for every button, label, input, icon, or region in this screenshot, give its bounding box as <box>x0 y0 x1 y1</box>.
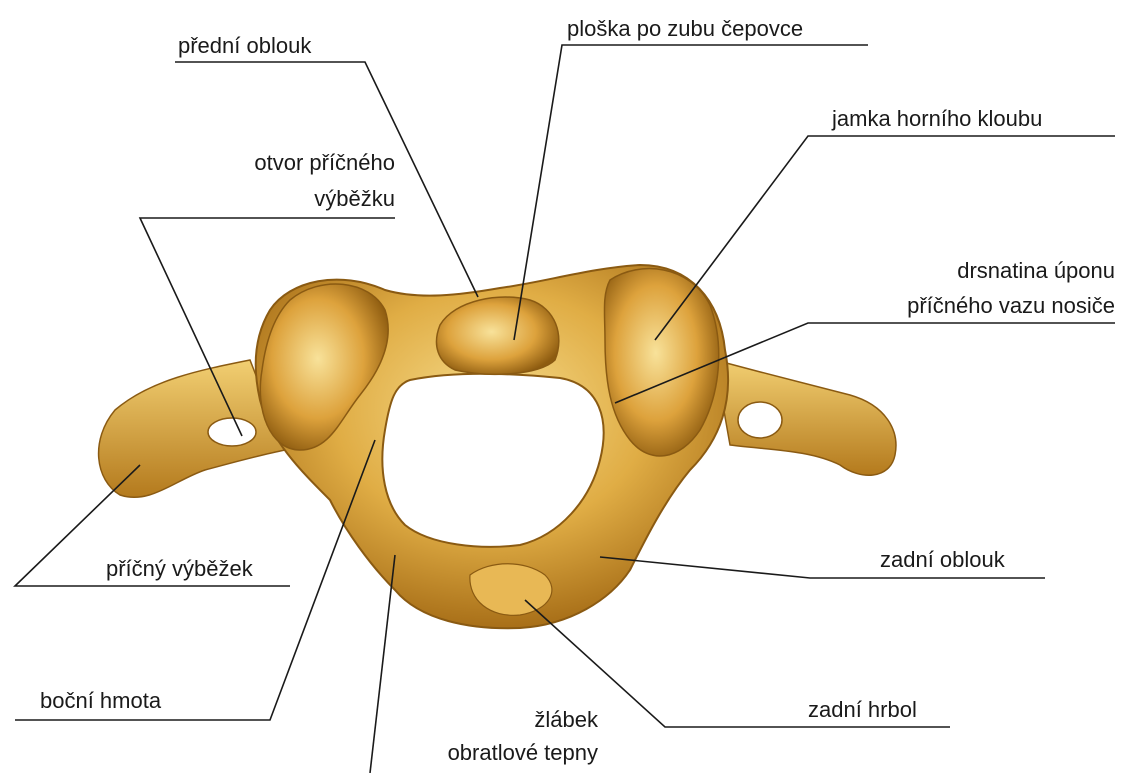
left-transverse-foramen <box>208 418 256 446</box>
label-transverse-foramen-line1: otvor příčného <box>170 150 395 176</box>
leader-anterior-arch <box>175 62 478 297</box>
label-posterior-tubercle: zadní hrbol <box>808 697 917 723</box>
label-anterior-arch: přední oblouk <box>178 33 311 59</box>
label-dens-facet: ploška po zubu čepovce <box>567 16 803 42</box>
label-vertebral-groove-line1: žlábek <box>380 707 598 733</box>
right-superior-facet <box>604 269 718 456</box>
label-ligament-tubercle-line1: drsnatina úponu <box>820 258 1115 284</box>
right-transverse-foramen <box>738 402 782 438</box>
label-posterior-arch: zadní oblouk <box>880 547 1005 573</box>
label-transverse-foramen-line2: výběžku <box>170 186 395 212</box>
label-transverse-process: příčný výběžek <box>106 556 253 582</box>
label-ligament-tubercle-line2: příčného vazu nosiče <box>820 293 1115 319</box>
label-lateral-mass: boční hmota <box>40 688 161 714</box>
label-vertebral-groove-line2: obratlové tepny <box>380 740 598 766</box>
label-superior-facet: jamka horního kloubu <box>832 106 1042 132</box>
